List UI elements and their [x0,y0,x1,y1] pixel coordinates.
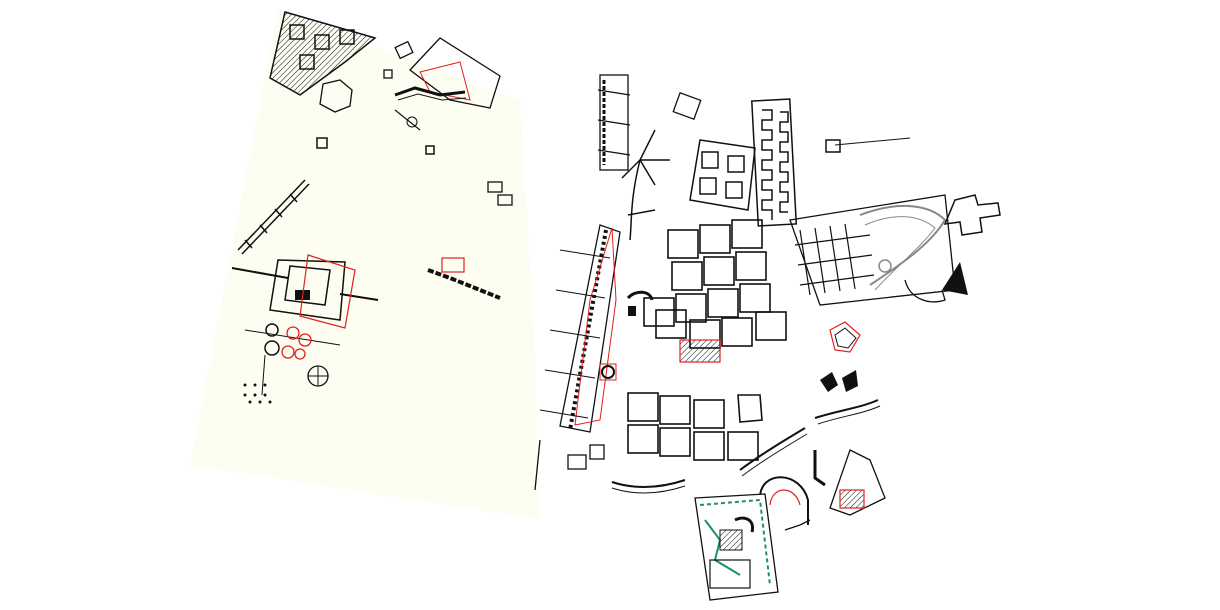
small-square-pavilion [672,92,702,120]
cross-shaped-chapel [943,194,1001,236]
left-sheet [190,10,545,520]
meander-wall [750,98,798,227]
right-sheet-background [530,145,1010,605]
circular-plazas [244,323,341,396]
left-sheet-background [190,10,545,520]
highlighted-structures [599,290,861,381]
courtyard-block-cluster [269,11,377,96]
arc-shaped-building [759,450,826,531]
small-kiosk [567,454,587,470]
linear-arcade [237,179,310,255]
triangle-marker [942,262,968,295]
curved-terrace-walls [611,399,881,494]
landscaped-park [789,194,1001,306]
block-grid-north [643,219,787,349]
central-courtyard-plan [231,254,379,329]
small-kiosk [394,40,414,60]
small-kiosk [383,69,393,79]
dark-structures [820,370,858,392]
row-of-pavilions [427,181,513,300]
dotted-grid-plaza [243,383,272,404]
corner-building [829,449,886,516]
wedge-roof-plan [394,37,501,131]
terraced-promenade [534,224,621,491]
right-sheet [530,74,1010,605]
north-arrow-line [834,137,911,146]
quad-courtyard-building [689,139,756,211]
curved-wall [904,279,946,303]
small-kiosk [316,137,328,149]
octagonal-pavilion [319,79,353,113]
small-kiosk [425,145,435,155]
small-kiosk [825,139,841,153]
radial-blade-structure [621,129,670,241]
vertical-building-strip [597,74,631,171]
small-kiosk [589,444,605,460]
inset-site-plan [694,493,779,601]
block-grid-south [627,392,763,461]
